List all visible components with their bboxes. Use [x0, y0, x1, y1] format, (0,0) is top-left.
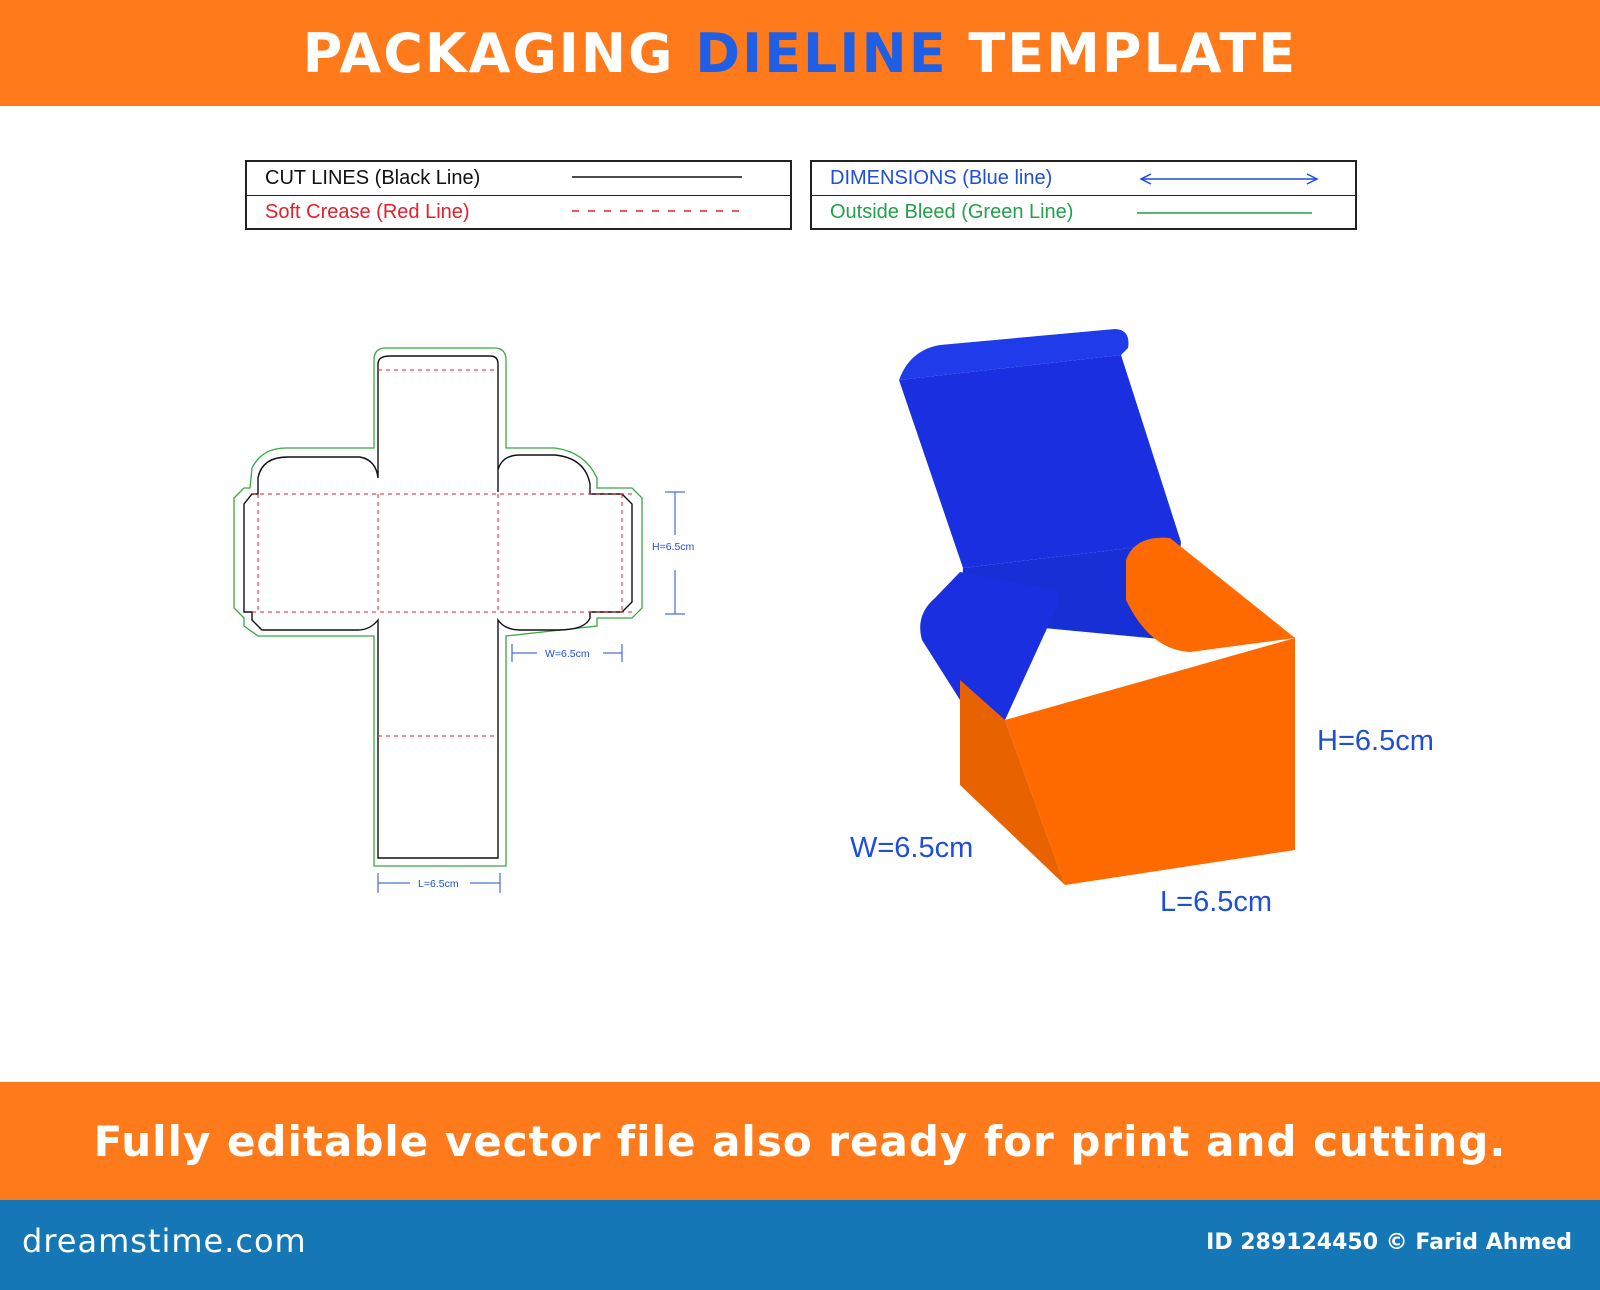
dieline-height-dimension — [665, 491, 685, 615]
dieline-length-dimension — [377, 873, 501, 893]
legend-right: DIMENSIONS (Blue line) Outside Bleed (Gr… — [810, 160, 1357, 230]
page-title: PACKAGING DIELINE TEMPLATE — [303, 22, 1297, 85]
tagline-banner: Fully editable vector file also ready fo… — [0, 1082, 1600, 1200]
dieline-diagram: H=6.5cm W=6.5cm L=6.5cm — [233, 347, 695, 893]
legend-outside-bleed: Outside Bleed (Green Line) — [812, 196, 1355, 229]
legend-cut-line-sample — [572, 176, 742, 178]
legend-divider — [812, 195, 1355, 196]
tagline-text: Fully editable vector file also ready fo… — [93, 1116, 1507, 1166]
outside-bleed-outline — [233, 347, 643, 867]
box-lid-tuck-flap — [899, 329, 1129, 380]
title-part-packaging: PACKAGING — [302, 21, 675, 85]
legend-crease-line-sample — [572, 210, 742, 212]
legend-cut-lines: CUT LINES (Black Line) — [247, 162, 790, 195]
box-inner-right-flap — [1170, 595, 1295, 650]
box-height-label: H=6.5cm — [1317, 725, 1434, 757]
legend-outside-bleed-label: Outside Bleed (Green Line) — [830, 201, 1074, 223]
box-length-label: L=6.5cm — [1160, 886, 1272, 918]
legend-cut-lines-label: CUT LINES (Black Line) — [265, 167, 481, 189]
box-right-dust-flap — [1126, 537, 1295, 652]
legend-bleed-line-sample — [1137, 212, 1312, 214]
legend-dimension-arrow-sample — [1139, 173, 1319, 185]
dieline-width-label: W=6.5cm — [545, 648, 590, 660]
box-3d-illustration: H=6.5cm W=6.5cm L=6.5cm — [850, 329, 1434, 918]
legend-soft-crease-label: Soft Crease (Red Line) — [265, 201, 470, 223]
box-left-dust-flap — [920, 572, 1060, 720]
legend-divider — [247, 195, 790, 196]
box-front-right-face — [1005, 638, 1295, 885]
legend-left: CUT LINES (Black Line) Soft Crease (Red … — [245, 160, 792, 230]
title-part-dieline: DIELINE — [695, 21, 948, 85]
dieline-width-dimension — [511, 644, 623, 662]
image-credit: ID 289124450 © Farid Ahmed — [1206, 1230, 1572, 1255]
header-banner: PACKAGING DIELINE TEMPLATE — [0, 0, 1600, 106]
box-front-left-face — [960, 680, 1065, 885]
box-width-label: W=6.5cm — [850, 832, 973, 864]
title-part-template: TEMPLATE — [968, 21, 1298, 85]
dieline-length-label: L=6.5cm — [418, 878, 459, 890]
soft-crease-lines — [252, 369, 632, 737]
brand-logo-text: dreamstime.com — [22, 1222, 307, 1260]
footer-bar: dreamstime.com ID 289124450 © Farid Ahme… — [0, 1200, 1600, 1290]
box-lid-inner — [899, 355, 1181, 568]
legend-soft-crease: Soft Crease (Red Line) — [247, 196, 790, 229]
legend-dimensions-label: DIMENSIONS (Blue line) — [830, 167, 1053, 189]
legend-dimensions: DIMENSIONS (Blue line) — [812, 162, 1355, 195]
cut-line-outline — [243, 355, 633, 859]
dieline-height-label: H=6.5cm — [652, 541, 695, 553]
